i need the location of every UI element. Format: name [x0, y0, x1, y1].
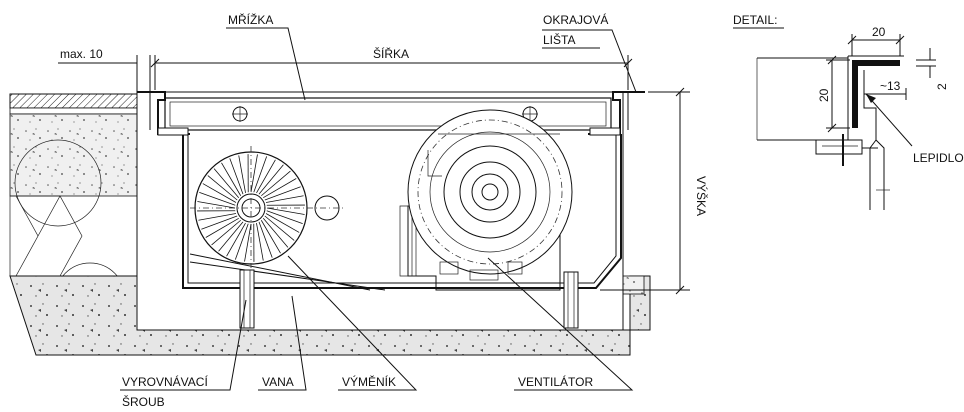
width-dimension: ŠÍŘKA	[150, 46, 633, 90]
exchanger-fin	[264, 215, 295, 241]
exchanger-fin	[266, 207, 305, 215]
exchanger-fin	[234, 223, 249, 260]
exchanger-fin	[199, 191, 236, 206]
glue-label: LEPIDLO	[913, 151, 964, 165]
fan-unit	[399, 109, 573, 291]
heat-exchanger	[190, 146, 345, 268]
tray-callout: VANA	[258, 295, 307, 391]
leveling-screw-label-line2: ŠROUB	[122, 394, 165, 409]
exchanger-fin	[207, 175, 238, 201]
exchanger-fin	[262, 218, 289, 248]
exchanger-fin	[221, 162, 242, 196]
leveling-screw-callout: VYROVNÁVACÍ ŠROUB	[120, 299, 247, 409]
exchanger-fin	[198, 213, 237, 221]
exchanger-fin	[226, 222, 246, 257]
exchanger-fin	[244, 223, 252, 262]
floor-finish-layer	[9, 93, 138, 109]
edge-strip-right	[588, 91, 645, 136]
gap-dimension: max. 10	[58, 47, 151, 92]
detail-thickness: 2	[935, 83, 949, 90]
max-gap-label: max. 10	[60, 47, 103, 61]
exchanger-fin	[258, 164, 284, 195]
exchanger-fin	[264, 186, 301, 201]
edge-strip-label-line1: OKRAJOVÁ	[543, 12, 608, 27]
exchanger-fin	[201, 215, 238, 230]
exchanger-fin	[197, 201, 236, 209]
screed-layer-left	[9, 113, 138, 197]
edge-strip-label-line2: LIŠTA	[543, 32, 575, 47]
grille-callout: MŘÍŽKA	[226, 12, 306, 101]
detail-label: DETAIL:	[733, 13, 777, 27]
exchanger-label: VÝMĚNÍK	[342, 374, 396, 389]
exchanger-fin	[205, 217, 239, 238]
exchanger-fin	[211, 219, 241, 246]
grille-label: MŘÍŽKA	[228, 12, 273, 27]
exchanger-fin	[258, 221, 273, 258]
exchanger-callout: VÝMĚNÍK	[287, 255, 418, 391]
width-label: ŠÍŘKA	[373, 46, 409, 61]
grille	[164, 97, 612, 131]
exchanger-fin	[213, 168, 240, 198]
exchanger-fin	[229, 158, 244, 195]
leveling-screw-right	[563, 271, 579, 329]
height-label: VÝŠKA	[694, 176, 709, 216]
detail-top-width: 20	[872, 25, 886, 39]
fan-callout: VENTILÁTOR	[487, 257, 634, 391]
detail-inner-width: ~13	[880, 79, 901, 93]
exchanger-fin	[238, 155, 246, 194]
detail-view: DETAIL: LEPIDLO 20 20 ~13 2	[733, 13, 964, 210]
insulation-layer	[9, 107, 138, 115]
exchanger-fin	[260, 220, 281, 254]
edge-strip-left	[137, 91, 190, 136]
fan-label: VENTILÁTOR	[518, 374, 593, 389]
height-dimension: VÝŠKA	[600, 87, 709, 295]
detail-side-height: 20	[817, 88, 831, 102]
exchanger-fin	[202, 183, 237, 203]
leveling-screw-label-line1: VYROVNÁVACÍ	[122, 374, 208, 389]
exchanger-fin	[261, 170, 291, 197]
exchanger-fin	[256, 159, 276, 194]
exchanger-fin	[256, 222, 264, 261]
exchanger-fin	[253, 156, 268, 193]
exchanger-fin	[263, 178, 297, 199]
exchanger-fin	[218, 221, 244, 252]
exchanger-fin	[266, 210, 303, 225]
edge-strip-callout: OKRAJOVÁ LIŠTA	[542, 12, 637, 93]
exchanger-fin	[265, 213, 300, 233]
tray-label: VANA	[262, 375, 294, 389]
exchanger-fin	[250, 154, 258, 193]
exchanger-fin	[265, 195, 304, 203]
